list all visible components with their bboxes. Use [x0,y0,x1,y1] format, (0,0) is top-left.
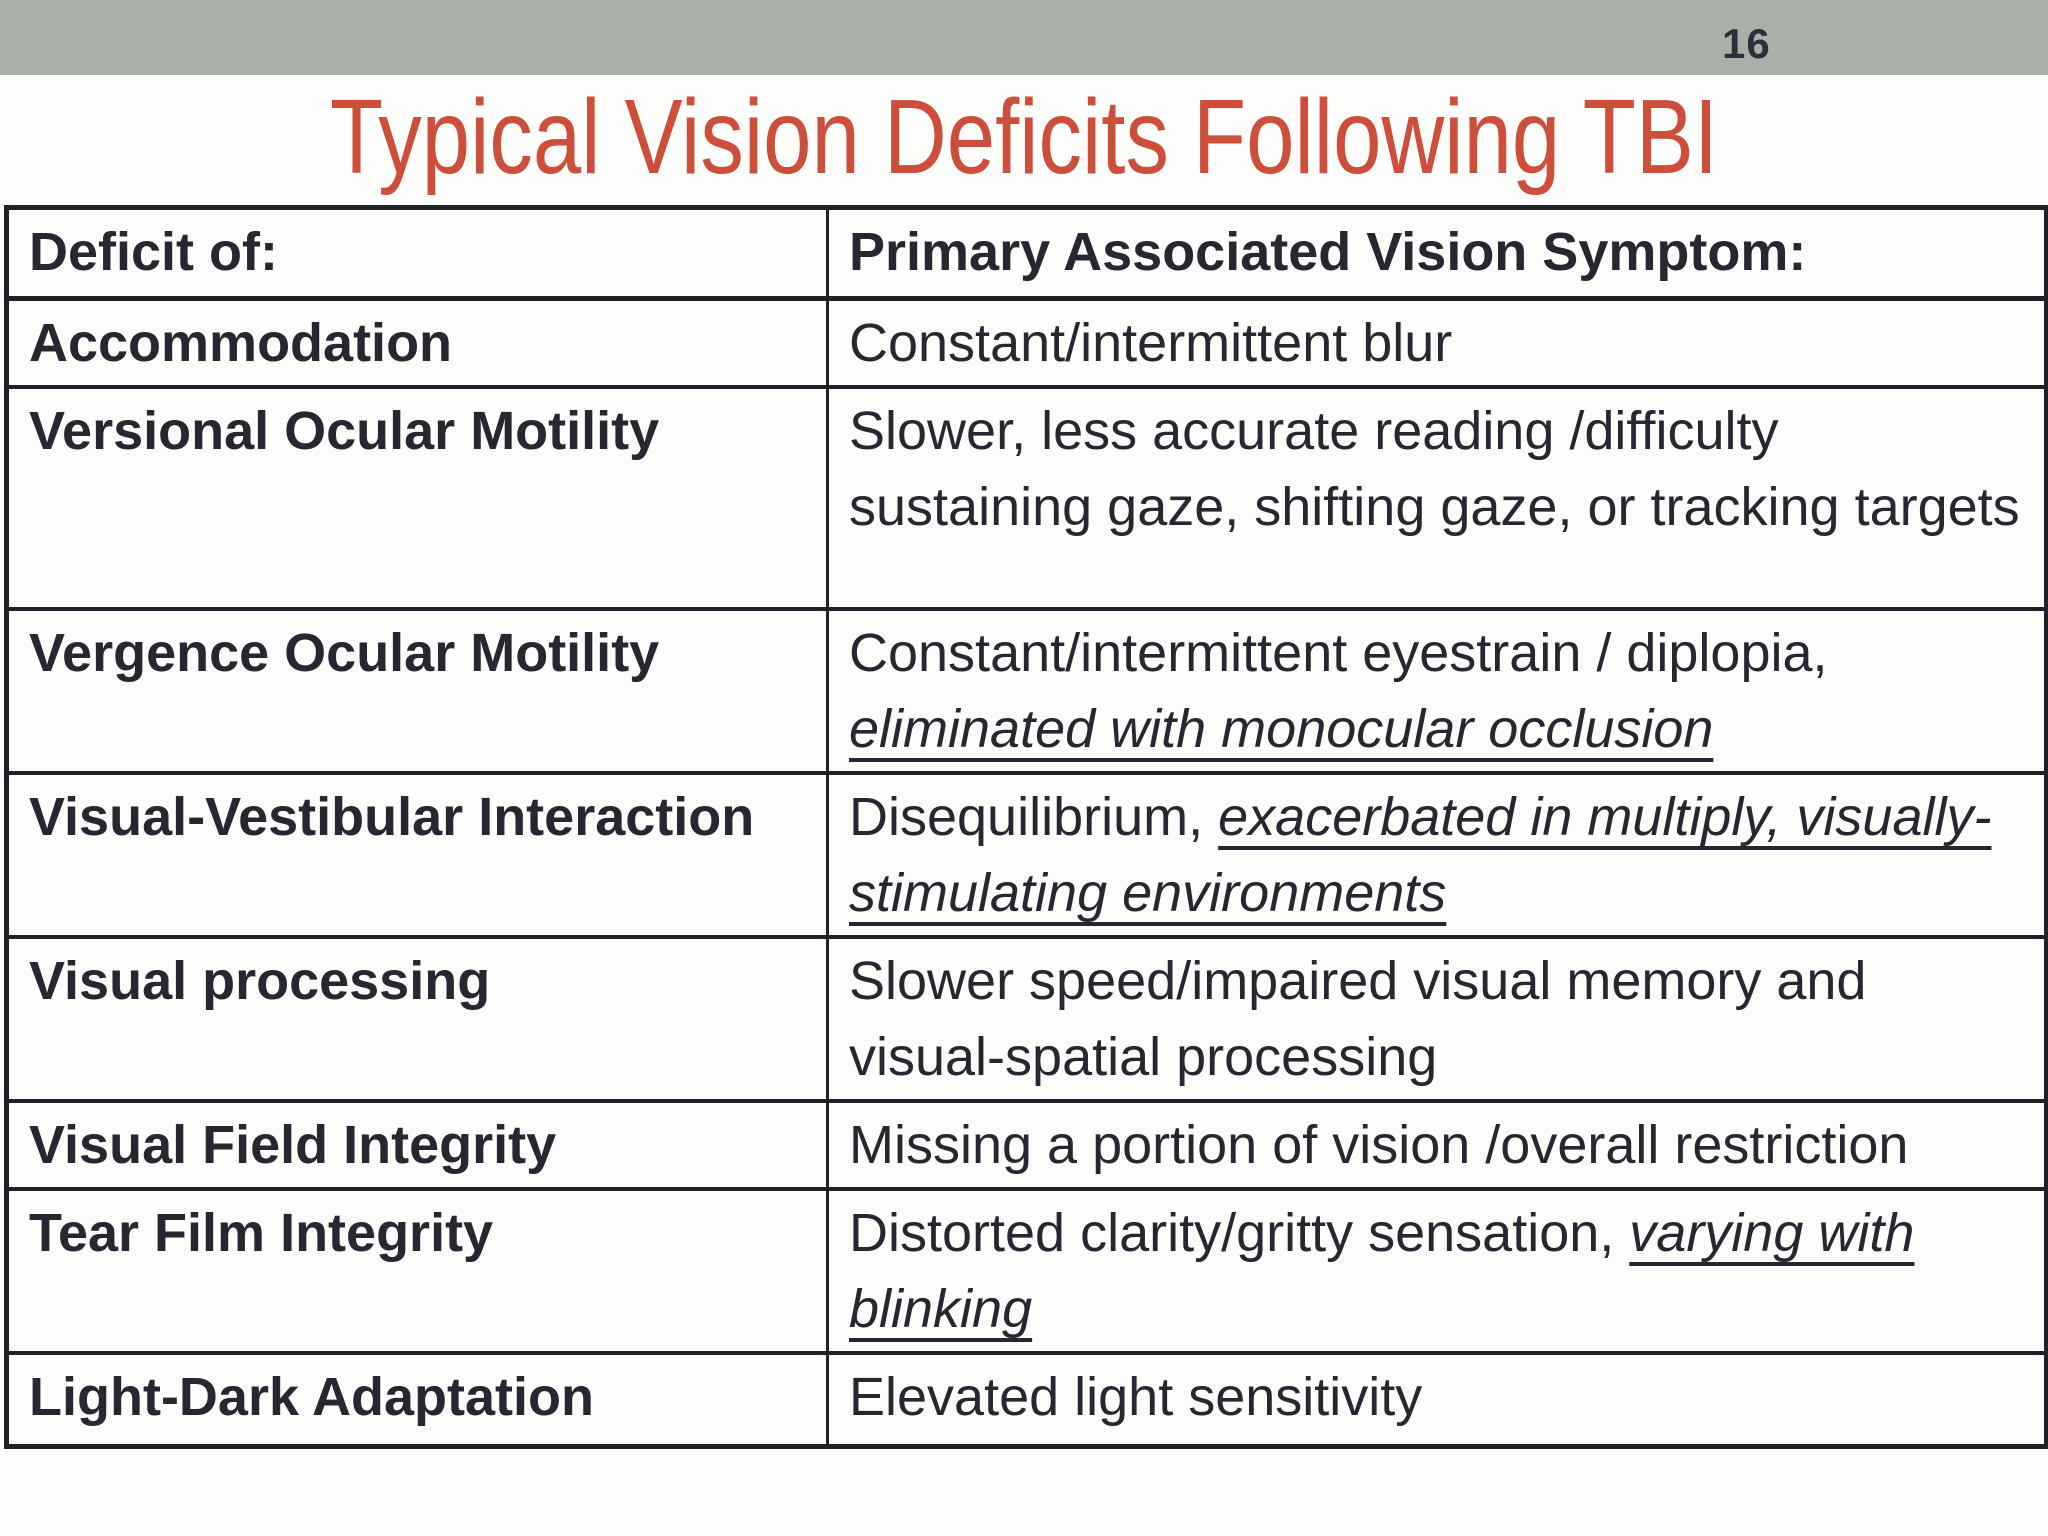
deficit-cell: Light-Dark Adaptation [5,1351,829,1448]
deficit-label: Vergence Ocular Motility [29,623,660,683]
symptom-cell: Distorted clarity/gritty sensation, vary… [826,1187,2048,1355]
top-band [0,0,2048,75]
symptom-text: Missing a portion of vision /overall res… [849,1115,1909,1175]
symptom-text: Constant/intermittent eyestrain / diplop… [849,623,1828,683]
symptom-cell: Disequilibrium, exacerbated in multiply,… [826,771,2048,939]
symptom-text: Distorted clarity/gritty sensation, [849,1203,1630,1263]
slide-title: Typical Vision Deficits Following TBI [329,78,1719,196]
symptom-text: Disequilibrium, [849,787,1219,847]
deficit-cell: Tear Film Integrity [5,1187,829,1355]
table-row: Visual-Vestibular Interaction Disequilib… [5,771,2048,939]
table-row: Versional Ocular Motility Slower, less a… [5,385,2048,611]
symptom-cell: Constant/intermittent eyestrain / diplop… [826,607,2048,775]
deficit-cell: Visual-Vestibular Interaction [5,771,829,939]
deficit-label: Versional Ocular Motility [29,401,660,461]
symptom-cell: Missing a portion of vision /overall res… [826,1099,2048,1191]
deficit-label: Visual-Vestibular Interaction [29,787,755,847]
column-header-symptom: Primary Associated Vision Symptom: [826,205,2048,301]
table-row: Light-Dark Adaptation Elevated light sen… [5,1351,2048,1448]
table-row: Accommodation Constant/intermittent blur [5,296,2048,389]
deficit-cell: Visual Field Integrity [5,1099,829,1191]
deficit-label: Visual Field Integrity [29,1115,557,1175]
symptom-emphasis-text: eliminated with monocular occlusion [849,699,1714,759]
symptom-text: Elevated light sensitivity [849,1367,1423,1427]
table-header-row: Deficit of: Primary Associated Vision Sy… [5,205,2048,301]
slide-page-number: 16 [1722,20,1771,67]
table-row: Visual processing Slower speed/impaired … [5,935,2048,1103]
symptom-text: Slower speed/impaired visual memory and … [849,951,1867,1087]
deficit-label: Light-Dark Adaptation [29,1367,594,1427]
deficit-label: Visual processing [29,951,491,1011]
symptom-cell: Constant/intermittent blur [826,296,2048,389]
table-row: Visual Field Integrity Missing a portion… [5,1099,2048,1191]
deficit-label: Accommodation [29,313,453,373]
deficit-cell: Versional Ocular Motility [5,385,829,611]
symptom-emphasis-text: exacerbated in multiply, visually-stimul… [849,787,1992,923]
table-row: Vergence Ocular Motility Constant/interm… [5,607,2048,775]
deficit-cell: Accommodation [5,296,829,389]
symptom-cell: Elevated light sensitivity [826,1351,2048,1448]
table-row: Tear Film Integrity Distorted clarity/gr… [5,1187,2048,1355]
symptom-text: Slower, less accurate reading /difficult… [849,401,2020,537]
vision-deficits-table: Deficit of: Primary Associated Vision Sy… [4,205,2048,1449]
column-header-deficit: Deficit of: [5,205,829,301]
symptom-emphasis-text: varying with blinking [849,1203,1915,1339]
symptom-cell: Slower, less accurate reading /difficult… [826,385,2048,611]
symptom-cell: Slower speed/impaired visual memory and … [826,935,2048,1103]
deficit-cell: Visual processing [5,935,829,1103]
deficit-label: Tear Film Integrity [29,1203,494,1263]
symptom-text: Constant/intermittent blur [849,313,1453,373]
deficit-cell: Vergence Ocular Motility [5,607,829,775]
